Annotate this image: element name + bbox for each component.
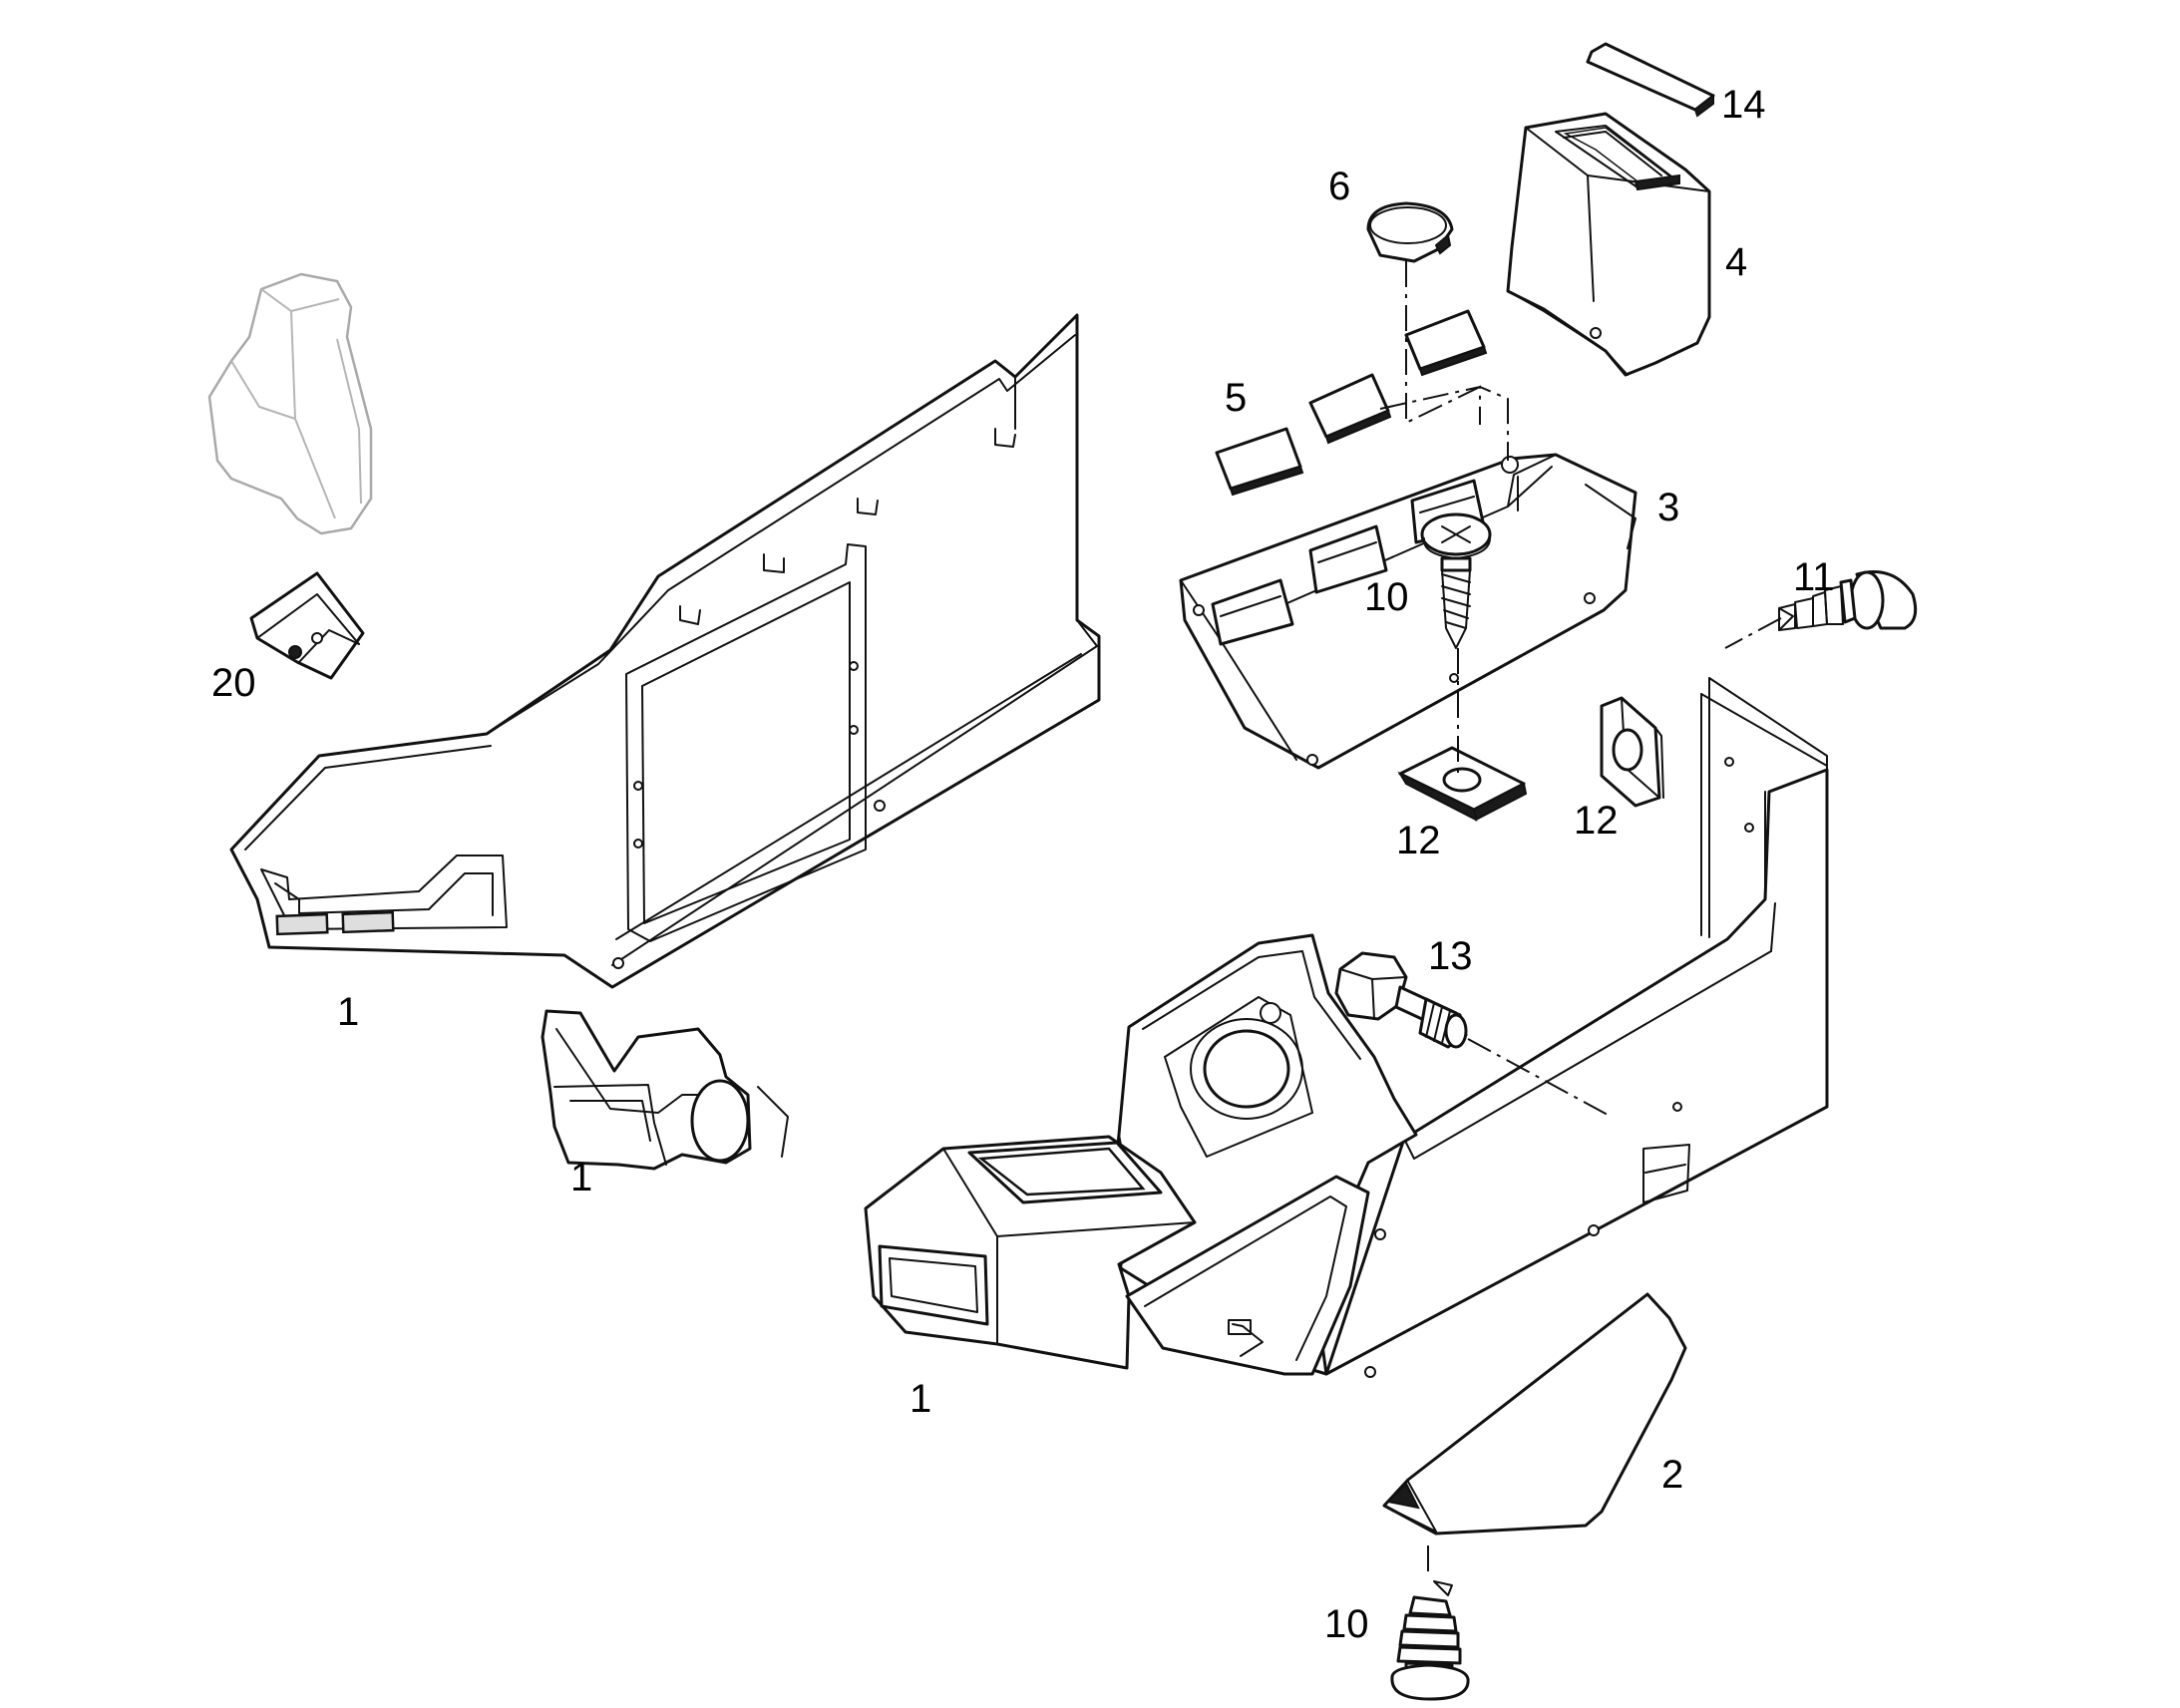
callout-left-panel: 1 [337,990,359,1034]
main-console-part [864,677,1829,1378]
bracket-part [249,571,365,680]
cover-panel-part [1382,1292,1687,1536]
callout-switch-blank: 5 [1225,376,1247,420]
cap-part [1366,201,1454,263]
callout-bolt: 13 [1428,934,1473,978]
ghost-reference-part [207,272,373,535]
callout-nut-clip-right: 12 [1574,799,1619,843]
callout-screw-lower: 10 [1324,1602,1369,1646]
nut-clip-right-part [1600,696,1664,808]
switch-panel-part [1179,453,1637,770]
callout-left-duct: 1 [570,1156,592,1199]
screw-lower-part [1390,1580,1470,1701]
left-side-panel-part [229,313,1101,989]
callout-top-strip: 14 [1721,83,1766,127]
screw-upper-part [1420,512,1492,649]
bolt-part [1334,951,1468,1049]
callout-cap: 6 [1328,165,1350,208]
callout-bracket: 20 [211,661,256,705]
callout-top-cover: 4 [1725,240,1747,284]
nut-clip-left-part [1397,746,1528,822]
callout-push-rivet: 11 [1793,555,1835,599]
air-duct-part [541,1009,789,1171]
switch-blanks [1215,309,1488,497]
callout-cover-panel: 2 [1661,1453,1683,1497]
top-cover-part [1506,112,1711,377]
assembly-leader-lines [1379,261,1782,1571]
callout-switch-panel: 3 [1657,486,1679,529]
callout-main-console: 1 [909,1377,931,1421]
top-strip-part [1586,42,1715,118]
callout-labels: 1 1 1 2 3 4 5 6 10 10 11 12 12 13 14 20 [211,83,1835,1646]
push-rivet-part [1778,570,1918,631]
callout-nut-clip-left: 12 [1396,819,1441,862]
callout-screw-upper: 10 [1364,575,1409,619]
